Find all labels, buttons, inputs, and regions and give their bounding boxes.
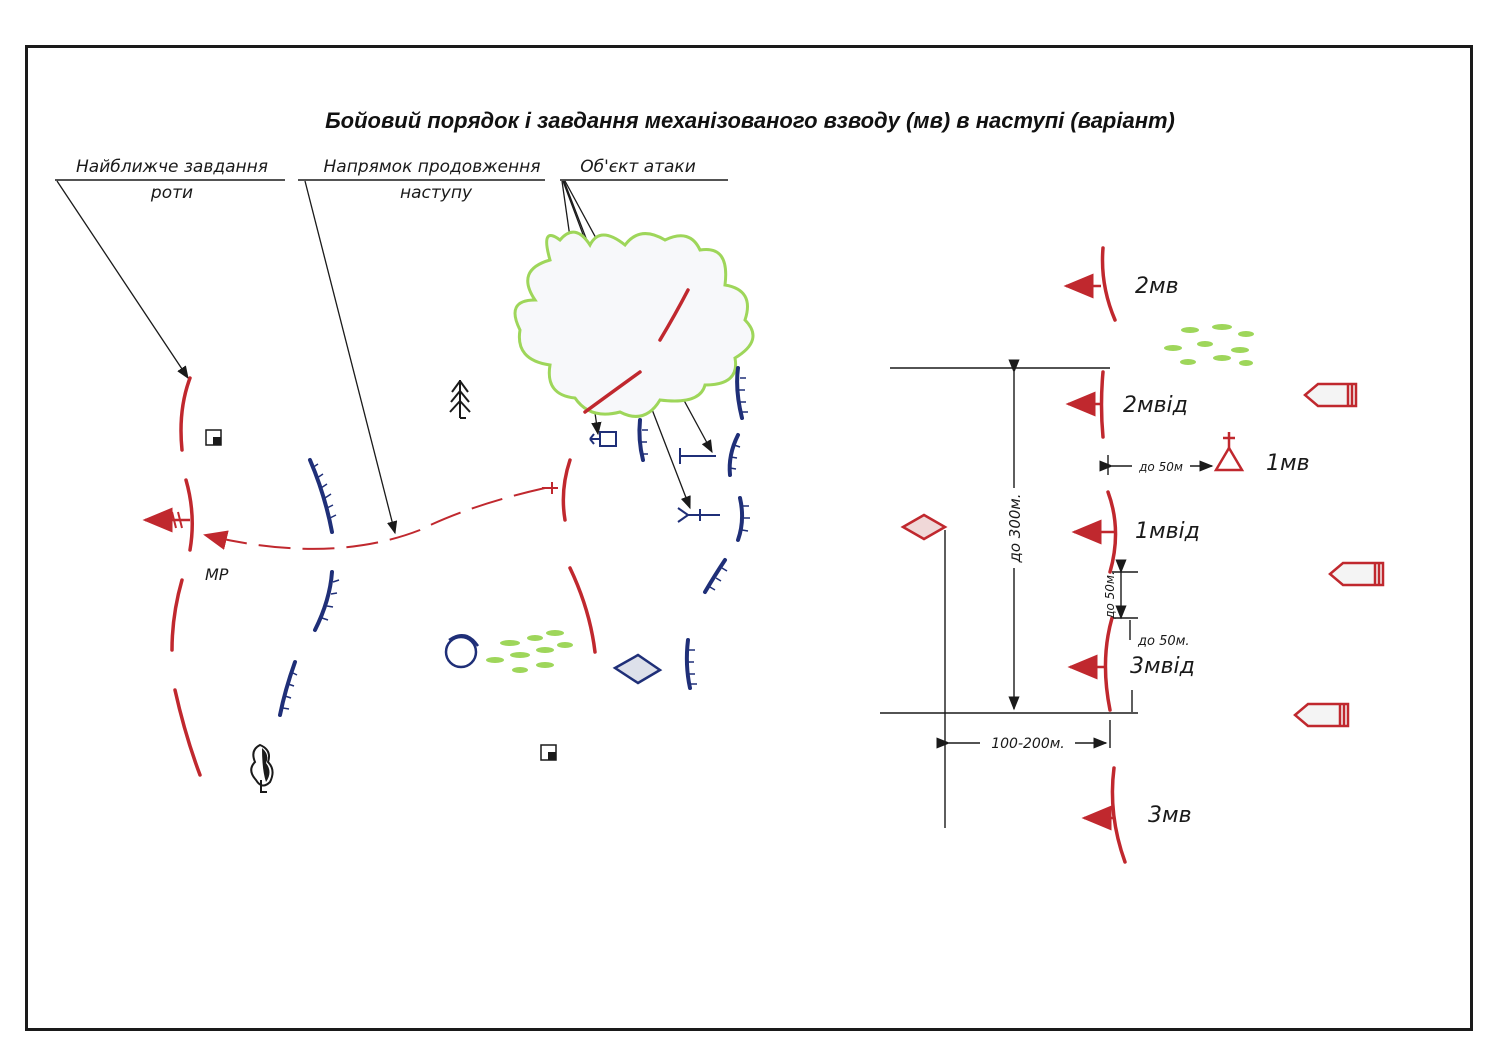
enemy-command-post (612, 653, 663, 685)
enemy-trench-7 (736, 496, 745, 542)
label-platoon-2mv: 2мв (1135, 274, 1179, 299)
enemy-trench-ticks (282, 377, 750, 710)
platoon-line-3mv (1110, 766, 1127, 864)
friendly-line-forest-2 (658, 288, 690, 342)
vehicle-3 (1293, 702, 1350, 728)
enemy-trench-1 (308, 458, 334, 534)
enemy-trench-8 (703, 558, 727, 594)
callout-nearest-task: Найближче завдання роти (55, 157, 285, 380)
callout-direction-line2: наступу (400, 183, 473, 203)
friendly-line-3 (170, 578, 184, 652)
label-squad-3mvid: 3мвід (1130, 654, 1195, 679)
label-squad-2mvid: 2мвід (1123, 393, 1188, 418)
squad-line-1mvid (1106, 490, 1118, 574)
right-scheme-command-post (900, 513, 948, 541)
squad-line-2mvid (1099, 370, 1105, 439)
label-squad-gap: до 50м. (1103, 571, 1117, 620)
friendly-line-1 (179, 376, 192, 452)
callout-direction-line1: Напрямок продовження (324, 157, 541, 177)
vehicle-2 (1328, 561, 1385, 587)
label-squad-gap-lower: до 50м. (1137, 634, 1190, 649)
friendly-line-4 (173, 688, 202, 777)
enemy-trenches (278, 366, 745, 717)
label-width: 100-200м. (991, 736, 1065, 752)
enemy-weapon-symbol-1 (589, 431, 617, 447)
label-squad-1mvid: 1мвід (1135, 519, 1200, 544)
right-scheme-friendly-lines (1099, 246, 1127, 864)
enemy-trench-6 (727, 433, 740, 477)
landmark-deciduous-tree-icon (250, 743, 274, 793)
right-scheme-fire-arrows (1063, 273, 1115, 831)
reserve-label: МР (205, 565, 229, 584)
shrubs-left (486, 630, 573, 673)
advance-direction-path (203, 482, 558, 550)
enemy-trench-4 (735, 366, 744, 420)
landmark-house-2 (540, 744, 557, 761)
enemy-weapon-symbol-2 (679, 448, 716, 464)
friendly-line-forest-1 (583, 370, 642, 414)
landmark-conifer-tree-icon (449, 380, 471, 419)
commander-distance-label-bg (1132, 459, 1190, 474)
friendly-line-5 (561, 458, 572, 522)
enemy-trench-5 (637, 418, 645, 462)
label-platoon-3mv: 3мв (1148, 803, 1192, 828)
enemy-trench-2 (313, 570, 334, 632)
friendly-positions-left (170, 288, 690, 777)
vehicle-1 (1303, 382, 1358, 408)
width-label-bg (980, 734, 1075, 752)
callout-direction: Напрямок продовження наступу (298, 157, 545, 535)
depth-label-bg (1004, 488, 1024, 568)
platoon-line-2mv (1100, 246, 1117, 322)
callout-nearest-task-line2: роти (150, 183, 193, 203)
forest-area (513, 230, 755, 418)
enemy-trench-3 (278, 660, 297, 717)
enemy-observation-post (444, 633, 480, 669)
enemy-trench-9 (684, 638, 692, 690)
landmark-house-1 (205, 429, 222, 446)
callout-nearest-task-line1: Найближче завдання (76, 157, 268, 177)
platoon-commander-symbol (1213, 432, 1245, 472)
diagram-frame (25, 45, 1473, 1031)
friendly-line-2 (184, 478, 194, 552)
diagram-title: Бойовий порядок і завдання механізованог… (325, 108, 1175, 133)
enemy-weapon-symbol-3 (677, 507, 720, 523)
shrubs-right (1164, 324, 1254, 366)
label-commander-distance: до 50м (1138, 460, 1183, 474)
label-platoon-1mv: 1мв (1266, 451, 1310, 476)
callout-attack-object-text: Об'єкт атаки (580, 157, 696, 177)
company-reserve-arrow (142, 507, 190, 533)
friendly-line-6 (568, 566, 597, 654)
right-scheme-dimension-lines (880, 359, 1214, 828)
label-depth: до 300м. (1006, 493, 1024, 563)
right-scheme-vehicles (1293, 382, 1385, 728)
squad-line-3mvid (1103, 616, 1114, 712)
